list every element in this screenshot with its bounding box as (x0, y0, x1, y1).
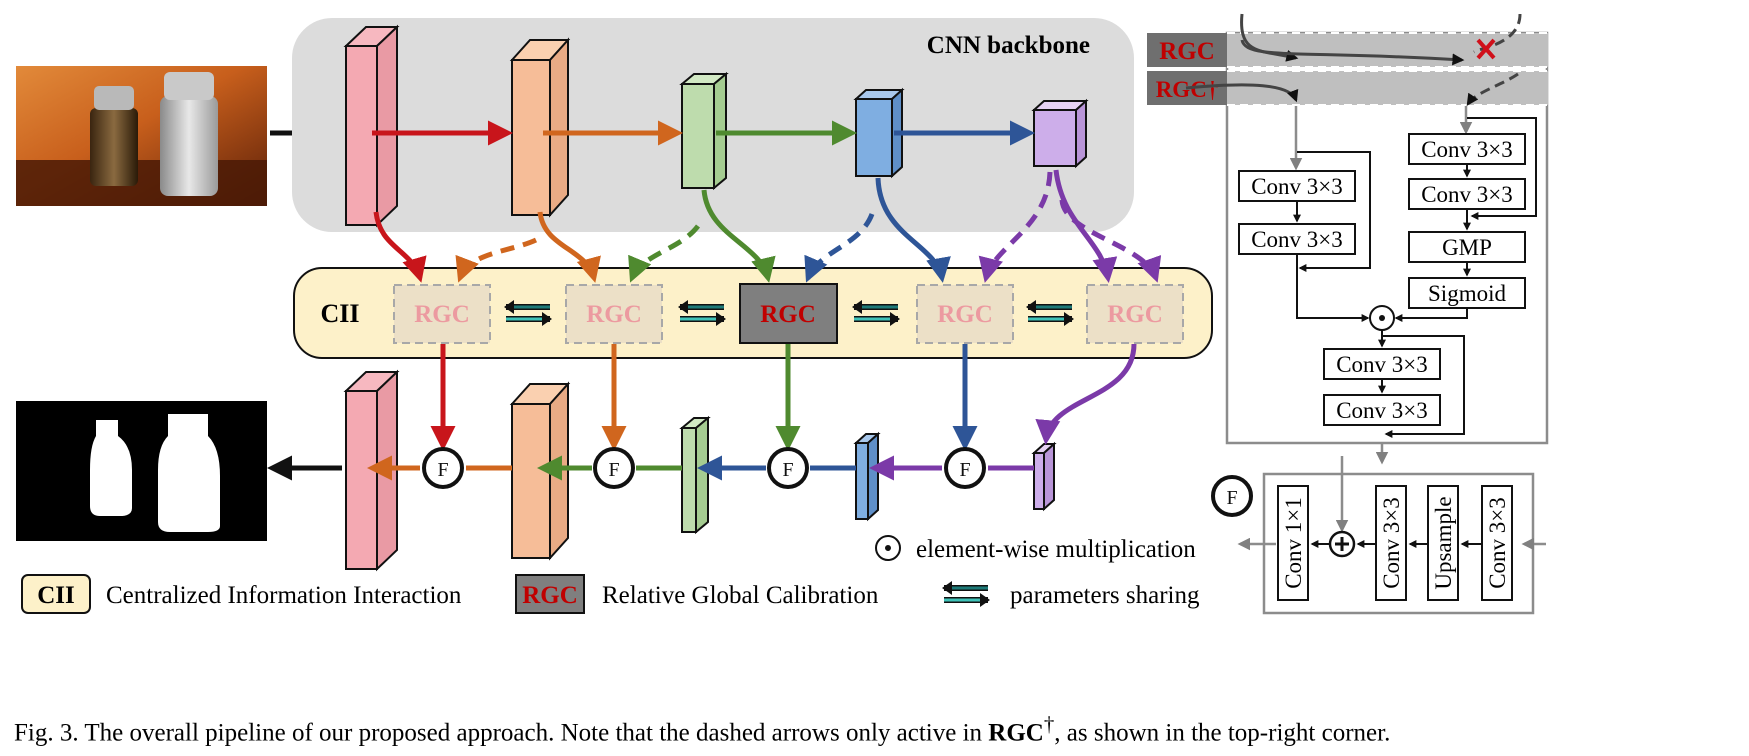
cii-rgc-center-label: RGC (760, 301, 816, 328)
caption-bold: RGC (988, 719, 1044, 747)
rgc-block-sigmoid: Sigmoid (1428, 281, 1506, 306)
figure-caption: Fig. 3. The overall pipeline of our prop… (14, 712, 1734, 747)
rgc-block-conv-3: Conv 3×3 (1421, 137, 1513, 162)
fuse-block-conv1x1: Conv 1×1 (1281, 497, 1306, 589)
fuse-node-1-label: F (437, 459, 448, 481)
fuse-block-conv3x3-b: Conv 3×3 (1485, 497, 1510, 589)
feature-map-1 (343, 24, 400, 228)
fuse-node-4-label: F (959, 459, 970, 481)
fuse-node-2-label: F (608, 459, 619, 481)
legend-share-text: parameters sharing (1010, 582, 1200, 609)
cii-rgc-5: RGC (1086, 284, 1184, 344)
down-arrow-red (373, 211, 427, 283)
rgc-detail-panel: RGC RGC† Conv 3×3 Conv 3×3 Conv 3×3 Conv… (1147, 13, 1549, 465)
share-icon-2 (678, 300, 726, 326)
fuse-detail-symbol (1211, 475, 1253, 517)
caption-suffix: , as shown in the top-right corner. (1054, 719, 1391, 747)
rgc-block-conv-4: Conv 3×3 (1421, 182, 1513, 207)
dashed-arrow-blue (804, 213, 875, 283)
legend-share: parameters sharing (942, 581, 1200, 609)
rgc-block-conv-2: Conv 3×3 (1251, 227, 1343, 252)
backbone-title: CNN backbone (927, 32, 1090, 59)
down-arrow-purple (1053, 169, 1118, 283)
legend-cii-text: Centralized Information Interaction (106, 582, 462, 609)
cii-rgc-2: RGC (565, 284, 663, 344)
rgc-tag: RGC (1159, 38, 1215, 65)
share-icon-1 (504, 300, 552, 326)
legend-share-icon (942, 581, 990, 607)
legend-cii: CII Centralized Information Interaction (21, 574, 462, 614)
legend-rgc: RGC Relative Global Calibration (515, 574, 879, 614)
input-image (16, 66, 267, 206)
cii-rgc-1: RGC (393, 284, 491, 344)
fuse-node-2: F (593, 447, 635, 489)
down-arrow-orange (537, 211, 601, 283)
rgc-block-conv-1: Conv 3×3 (1251, 174, 1343, 199)
legend-rgc-text: Relative Global Calibration (602, 582, 879, 609)
feature-map-5 (1031, 98, 1089, 169)
cii-rgc-1-label: RGC (414, 301, 470, 328)
decoder-map-3 (679, 415, 711, 535)
output-mask (16, 401, 267, 541)
fuse-node-1: F (422, 447, 464, 489)
legend-multiply-text: element-wise multiplication (916, 536, 1196, 563)
down-arrow-green (701, 189, 776, 283)
dashed-arrow-green (628, 224, 700, 283)
cii-rgc-5-label: RGC (1107, 301, 1163, 328)
fuse-node-4: F (944, 447, 986, 489)
share-icon-3 (852, 300, 900, 326)
share-icon-4 (1026, 300, 1074, 326)
down-arrow-blue (875, 177, 951, 283)
cii-rgc-4: RGC (916, 284, 1014, 344)
legend-rgc-swatch-text: RGC (522, 582, 578, 609)
decoder-map-5 (1031, 441, 1057, 512)
fuse-node-3-label: F (782, 459, 793, 481)
rgc-block-conv-6: Conv 3×3 (1336, 398, 1428, 423)
caption-sup: † (1043, 712, 1055, 736)
caption-prefix: Fig. 3. The overall pipeline of our prop… (14, 719, 989, 747)
rgc-block-conv-5: Conv 3×3 (1336, 352, 1428, 377)
cii-rgc-center: RGC (739, 283, 838, 344)
rgc-dagger-tag: RGC† (1156, 77, 1219, 102)
dashed-arrow-purple-right (1059, 199, 1162, 283)
fuse-detail-symbol-label: F (1226, 487, 1237, 509)
feature-map-4 (853, 87, 905, 179)
dashed-arrow-purple-left (978, 171, 1053, 283)
feature-map-2 (509, 37, 571, 218)
cii-rgc-4-label: RGC (937, 301, 993, 328)
fuse-detail-panel: F Conv 1×1 Conv 3×3 Upsample Conv 3×3 (1211, 456, 1546, 615)
decoder-map-1 (343, 369, 400, 572)
cii-rgc-2-label: RGC (586, 301, 642, 328)
fuse-block-upsample: Upsample (1431, 496, 1456, 589)
fuse-block-conv3x3-a: Conv 3×3 (1379, 497, 1404, 589)
legend-multiply: element-wise multiplication (875, 535, 1196, 563)
dashed-arrow-orange (455, 237, 538, 283)
rgc-block-gmp: GMP (1442, 235, 1492, 260)
cii-label: CII (320, 299, 359, 328)
fuse-node-3: F (767, 447, 809, 489)
legend-cii-swatch-text: CII (37, 582, 75, 609)
decoder-map-4 (853, 431, 881, 522)
decoder-map-2 (509, 381, 571, 561)
up-arrow-purple (1035, 343, 1137, 445)
